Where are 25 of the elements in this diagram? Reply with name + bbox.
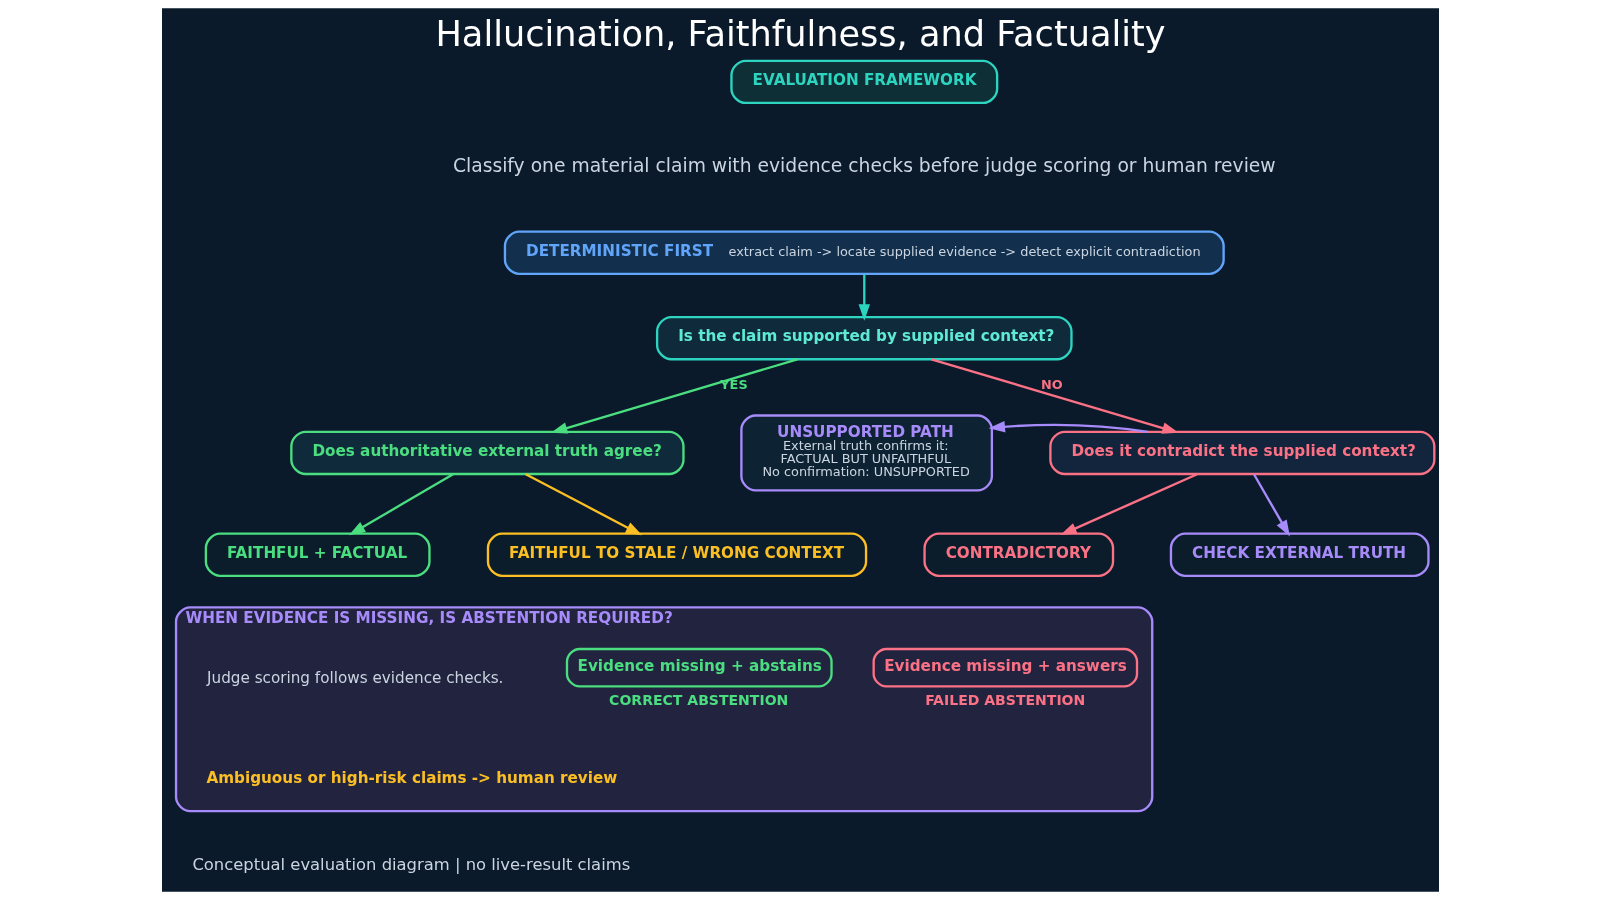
- arrow: [988, 421, 1148, 433]
- node-box: Does it contradict the supplied context?: [1048, 430, 1435, 476]
- node-box: CHECK EXTERNAL TRUTH: [1169, 532, 1430, 577]
- arrow: [524, 473, 642, 536]
- node-box: UNSUPPORTED PATH External truth confirms it: FACTUAL BUT UNFAITHFUL No confirmation: UNSUPPORTED: [739, 414, 993, 492]
- node-box: FAITHFUL TO STALE / WRONG CONTEXT: [486, 532, 867, 577]
- label: EVALUATION FRAMEWORK: [752, 70, 977, 89]
- diagram-title: Hallucination, Faithfulness, and Factuality: [434, 12, 1166, 54]
- arrow: [1252, 473, 1290, 537]
- node-label: CORRECT ABSTENTION: [608, 691, 788, 708]
- node-box: Does authoritative external truth agree?: [289, 430, 685, 476]
- arrow: [550, 358, 798, 434]
- node-label: FAILED ABSTENTION: [924, 691, 1085, 708]
- edge-label: NO: [1040, 377, 1063, 393]
- arrow: [930, 358, 1179, 434]
- arrow: [1059, 473, 1198, 536]
- node-box: FAITHFUL + FACTUAL: [204, 532, 431, 577]
- node-box: CONTRADICTORY: [922, 532, 1114, 577]
- node-box: Is the claim supported by supplied context?: [655, 315, 1073, 361]
- label: Classify one material claim with evidence checks before judge scoring or human review: [452, 154, 1276, 176]
- node-box: DETERMINISTIC FIRST extract claim -> locate supplied evidence -> detect explicit contradiction: [503, 230, 1225, 275]
- arrow: [858, 274, 870, 321]
- edge-label: YES: [719, 377, 748, 393]
- caption: Conceptual evaluation diagram | no live-result claims: [191, 855, 630, 875]
- arrow: [348, 473, 454, 536]
